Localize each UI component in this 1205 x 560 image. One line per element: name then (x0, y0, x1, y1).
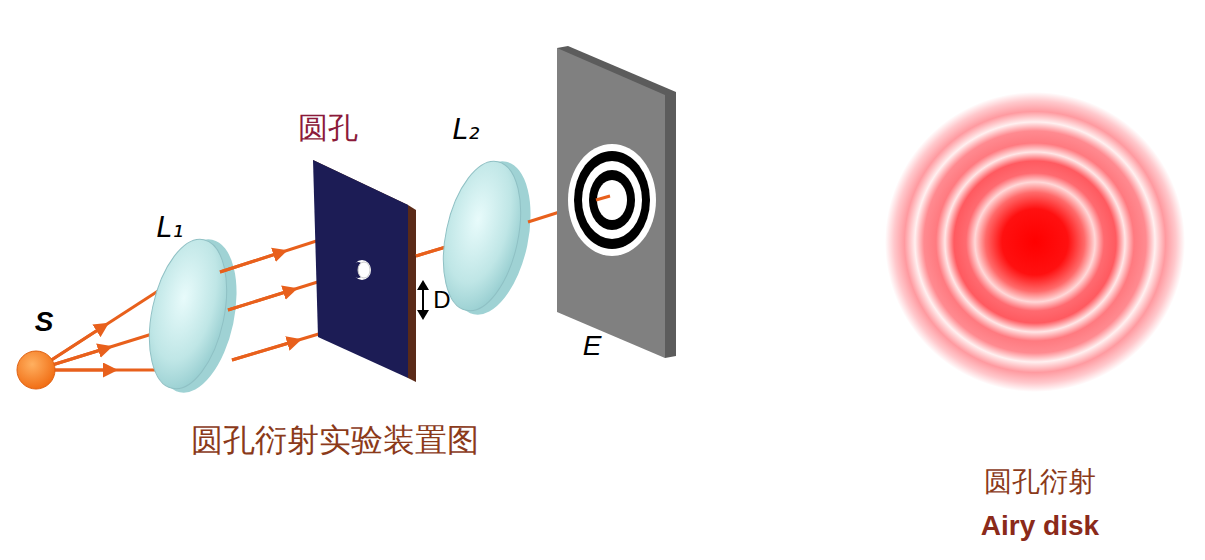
lens-label: L₂ (453, 114, 480, 146)
figure-label: Airy disk (981, 510, 1099, 542)
figure-caption: 圆孔衍射实验装置图 (191, 422, 479, 459)
screen-label: E (583, 330, 602, 362)
lens-label: L₁ (157, 212, 184, 244)
aperture-label: 圆孔 (298, 111, 358, 146)
dimension-label: D (433, 286, 450, 314)
source-label: S (35, 306, 54, 338)
figure-label: 圆孔衍射 (984, 466, 1096, 498)
